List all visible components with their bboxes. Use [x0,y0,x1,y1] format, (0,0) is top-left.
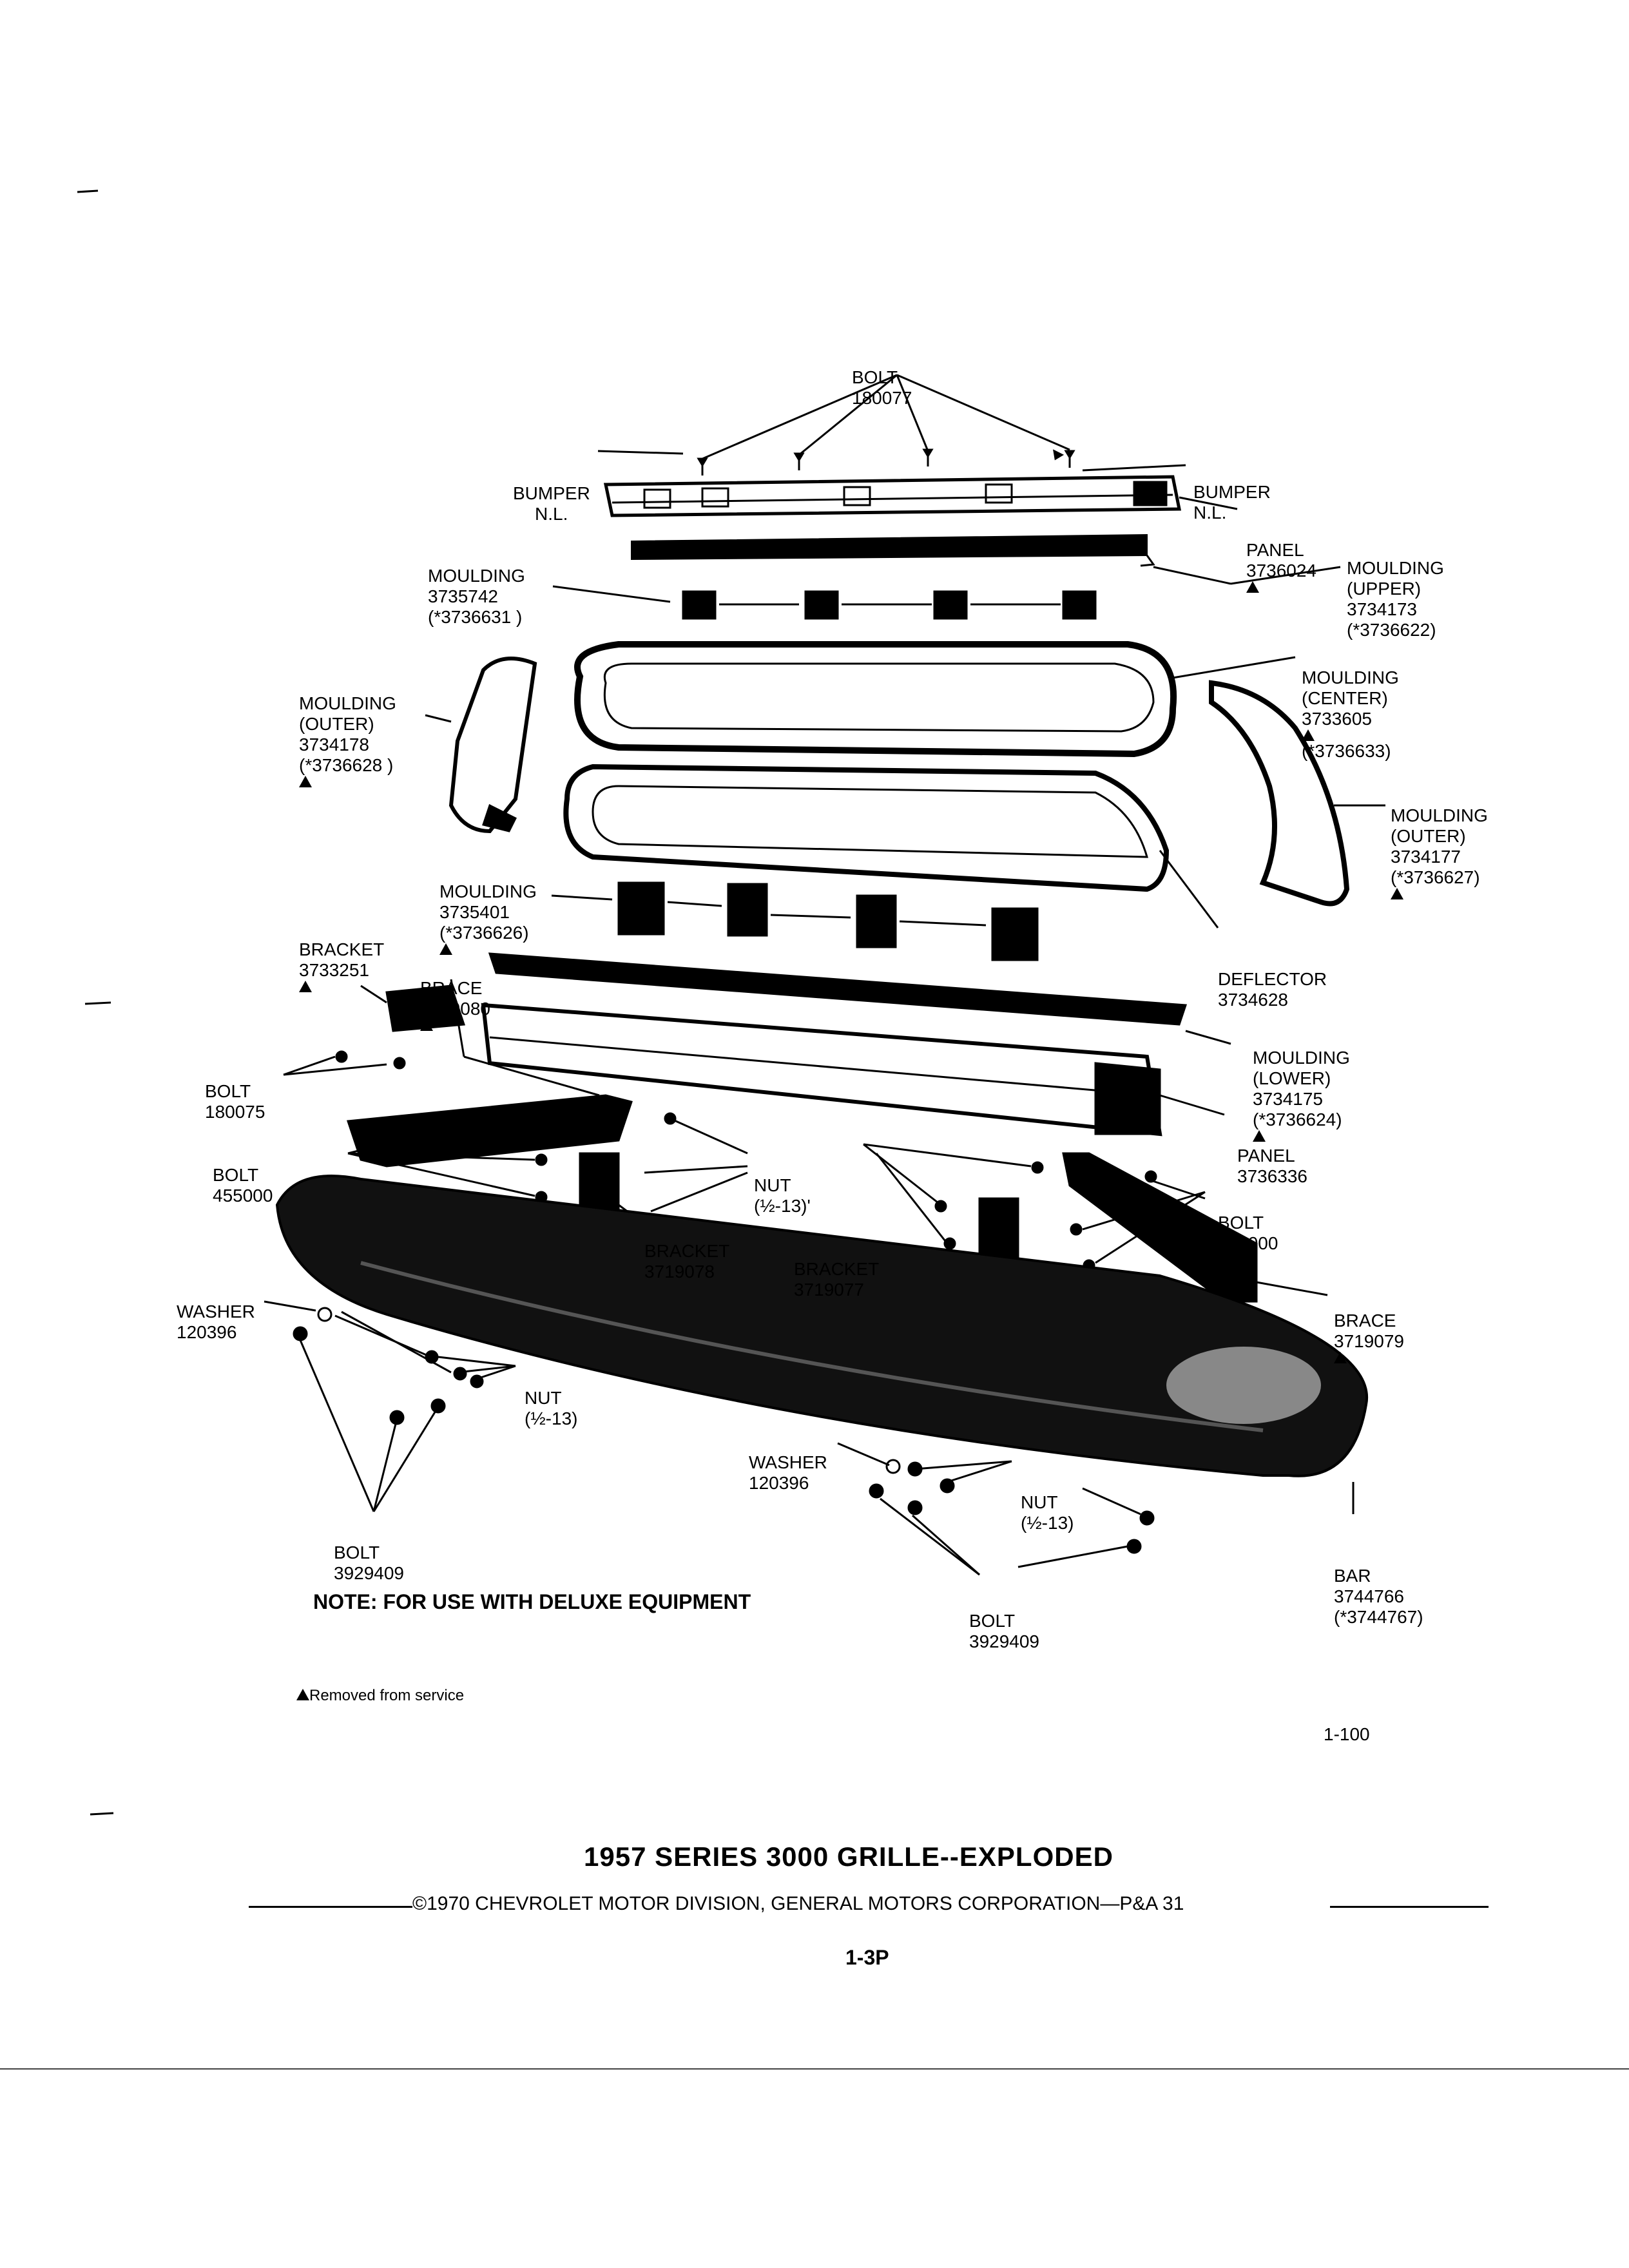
removed-from-service-icon [299,981,312,992]
bumper-bar-drawing [275,1175,1369,1514]
moulding-outer-right-drawing [1209,680,1385,907]
removed-from-service-icon [1253,1130,1266,1142]
legend: Removed from service [296,1687,464,1705]
bumper-left-leader [597,450,684,455]
copyright: ©1970 CHEVROLET MOTOR DIVISION, GENERAL … [412,1893,1184,1914]
removed-from-service-icon [1334,1352,1347,1363]
scan-edge-line [0,2068,1629,2070]
deluxe-equipment-note: NOTE: FOR USE WITH DELUXE EQUIPMENT [313,1590,751,1613]
panel-top-drawing [603,475,1238,517]
moulding-3735401-drawing [563,764,1219,928]
panel-3736336-drawing [481,1003,1225,1137]
removed-from-service-icon [296,1689,309,1700]
top-bolts [697,448,1075,476]
removed-from-service-icon [1302,729,1315,741]
deflector-pieces [551,881,1039,961]
label-moulding-lower: MOULDING(LOWER)3734175(*3736624) [1253,1006,1350,1162]
margin-mark [77,189,99,193]
bracket-3733251-drawing [283,985,466,1076]
removed-from-service-icon [420,1019,433,1031]
left-fasteners [264,1300,516,1512]
margin-mark [84,1001,111,1005]
moulding-lower-drawing [488,952,1231,1045]
bolt-180077-leaders [702,374,1070,460]
moulding-center-drawing [574,641,1296,758]
removed-from-service-icon [439,943,452,955]
label-moulding-upper: MOULDING(UPPER)3734173(*3736622) [1347,558,1444,640]
page-title: 1957 SERIES 3000 GRILLE--EXPLODED [584,1841,1113,1872]
label-moulding-outer-right: MOULDING(OUTER)3734177(*3736627) [1391,764,1488,920]
removed-from-service-icon [299,776,312,787]
brace-right-drawing [1062,1152,1328,1303]
margin-mark [90,1812,114,1816]
label-nut-right: NUT(½-13) [1021,1492,1074,1533]
figure-number: 1-100 [1324,1724,1370,1744]
rule-left [249,1906,412,1908]
moulding-upper-drawing [631,533,1341,585]
removed-from-service-icon [1391,888,1403,899]
brace-left-drawing [346,979,633,1204]
label-moulding-center: MOULDING(CENTER)3733605(*3736633) [1302,668,1399,761]
label-nut-center: NUT(½-13)' [754,1175,811,1216]
moulding-3735742-pieces [552,585,1097,620]
bumper-right-leader [1082,464,1186,472]
rule-right [1330,1906,1489,1908]
removed-from-service-icon [1246,581,1259,593]
label-moulding-outer-left: MOULDING(OUTER)3734178(*3736628 ) [299,652,396,808]
legend-text: Removed from service [309,1687,465,1704]
right-fasteners [837,1442,1155,1576]
page-number: 1-3P [845,1946,889,1969]
moulding-outer-left-drawing [425,657,537,834]
label-nut-left: NUT(½-13) [525,1388,578,1428]
nut-center-leaders [644,1112,1044,1250]
